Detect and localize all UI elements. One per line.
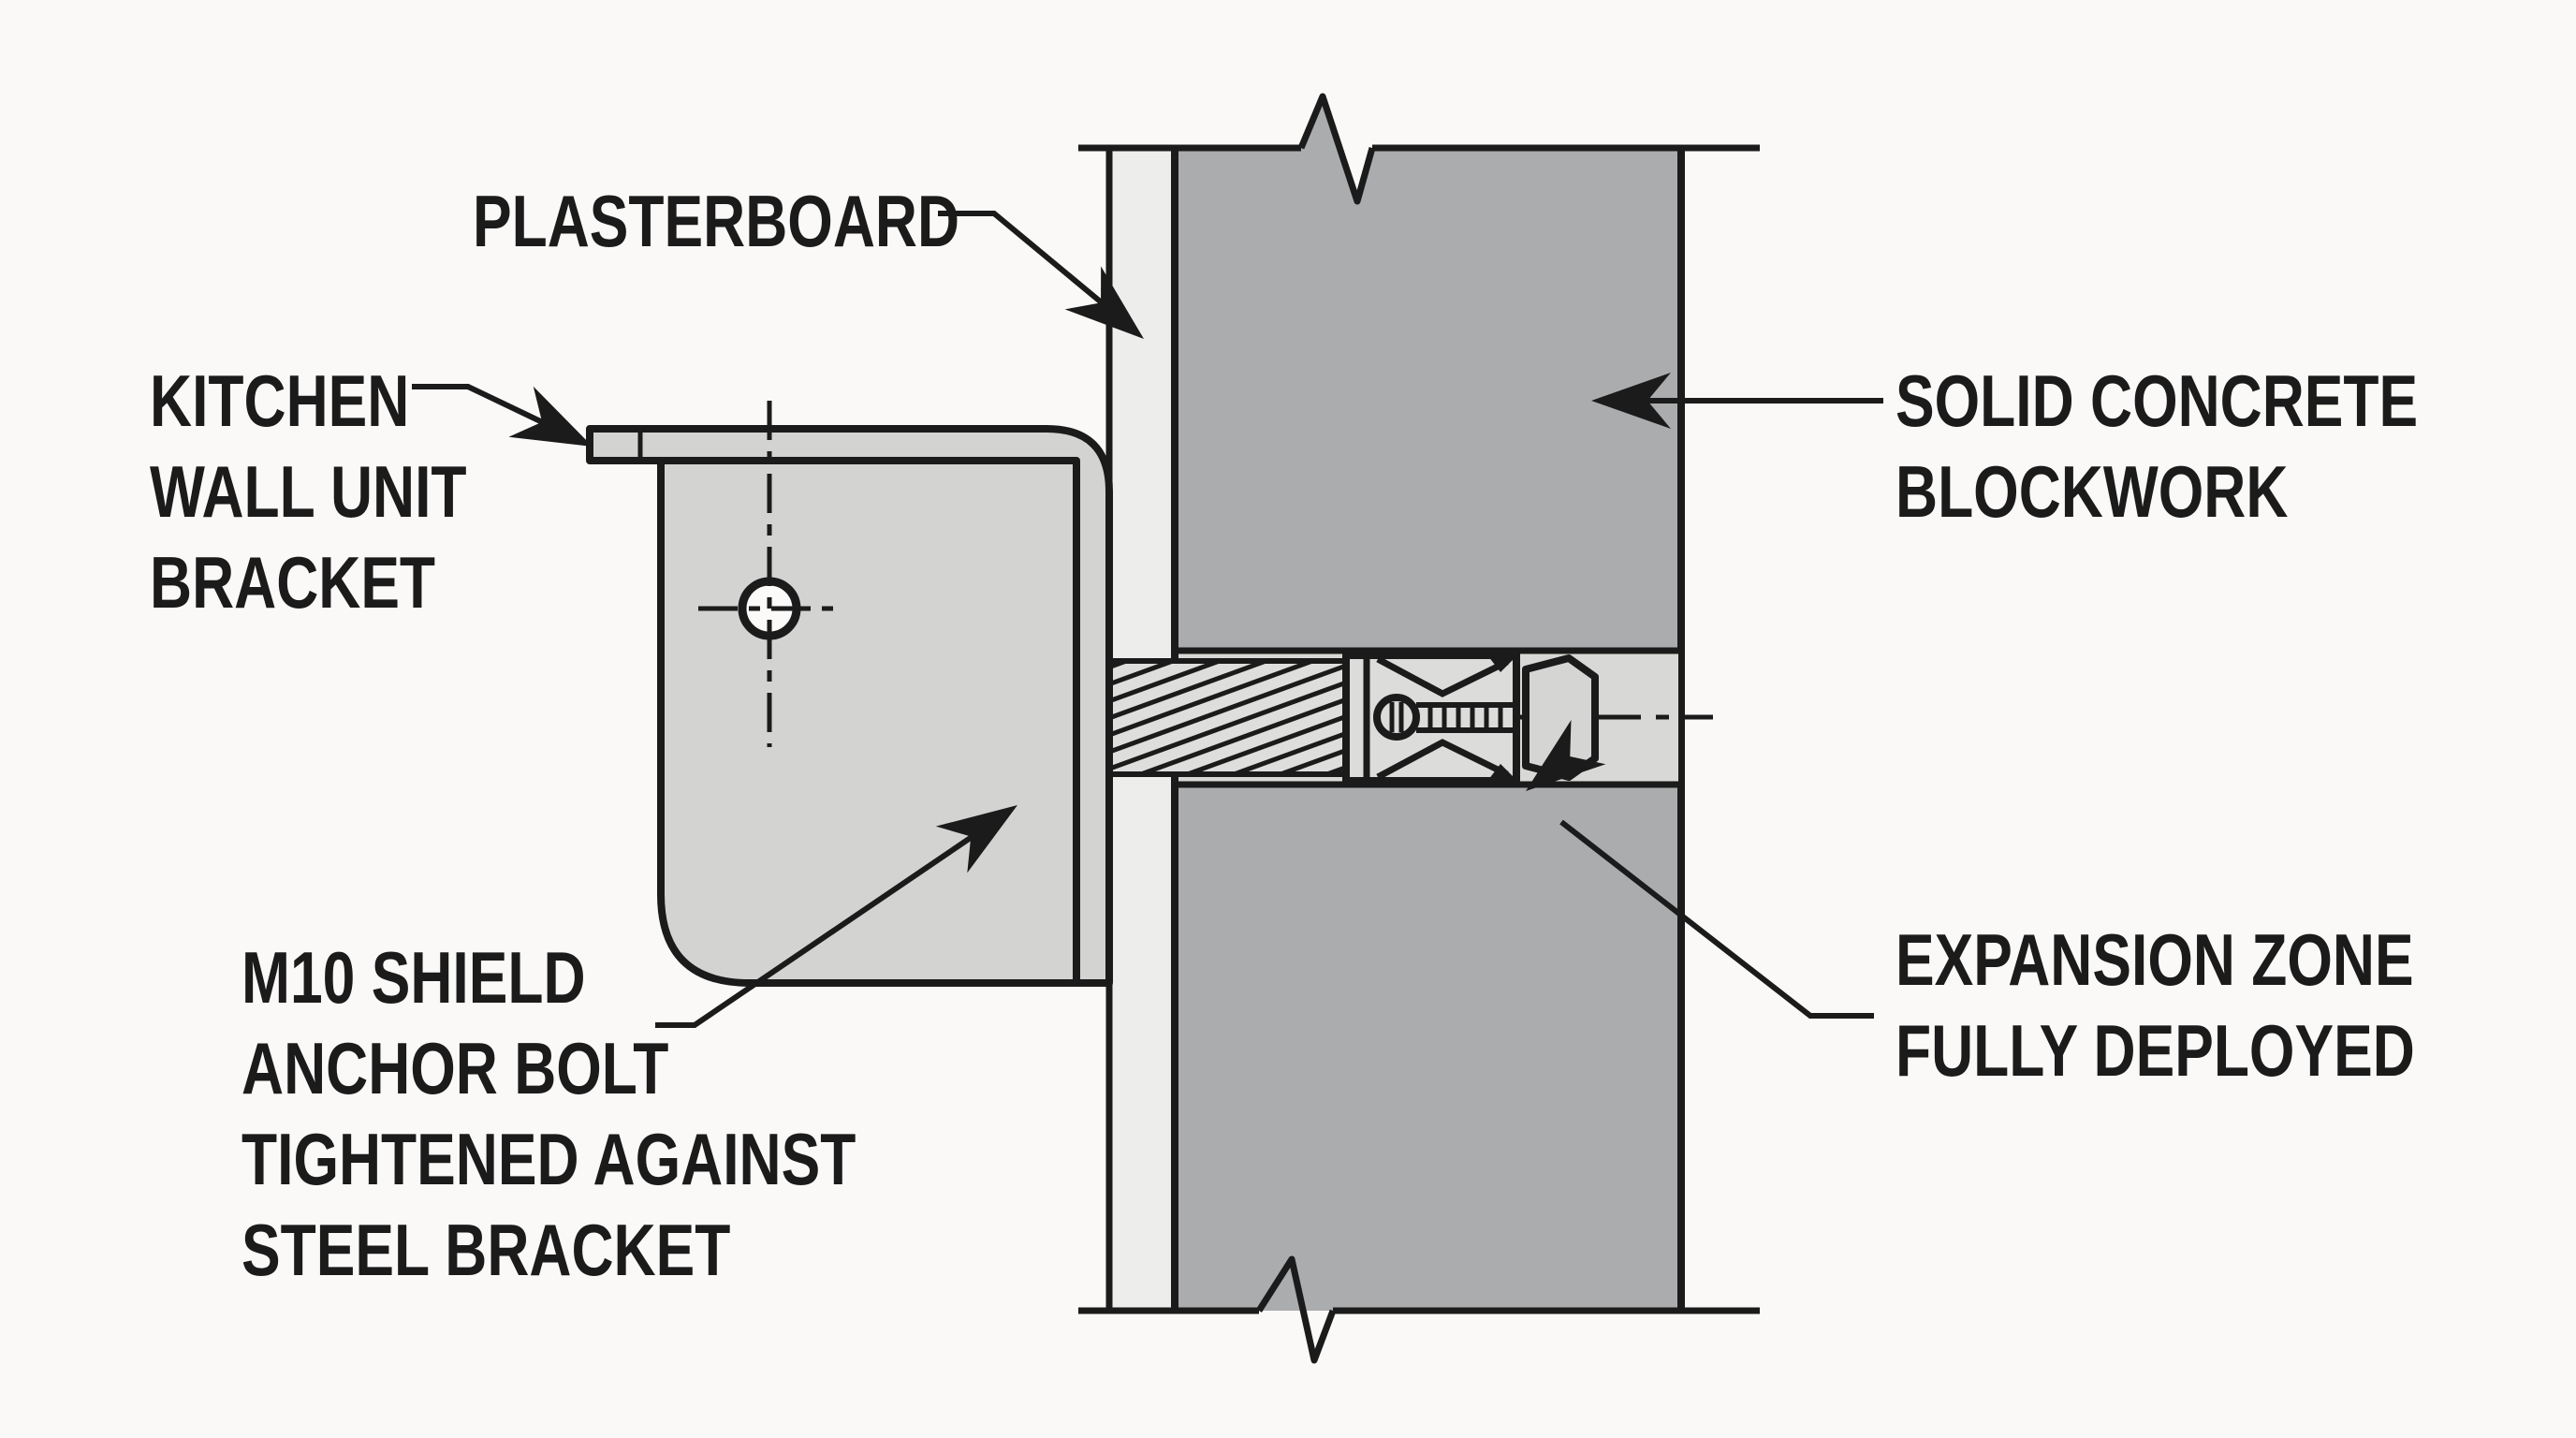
label-line: BRACKET (150, 541, 436, 624)
wall-unit-bracket (586, 401, 1113, 987)
anchor-leader (655, 829, 982, 1028)
plasterboard-leader (938, 211, 1111, 312)
bottom-break-line (1078, 1255, 1760, 1364)
bracket-arrowhead (508, 386, 593, 447)
label-m10-shield-anchor-bolt: M10 SHIELD ANCHOR BOLT TIGHTENED AGAINST… (242, 932, 856, 1296)
label-solid-concrete-blockwork: SOLID CONCRETE BLOCKWORK (1895, 356, 2418, 537)
plasterboard-arrowhead (1064, 266, 1144, 339)
slit-wedge-bottom (1488, 764, 1516, 780)
expansion-leader (1559, 819, 1874, 1019)
label-line: STEEL BRACKET (242, 1209, 731, 1291)
label-line: BLOCKWORK (1895, 450, 2289, 533)
bolt-end-in-sleeve (1373, 694, 1518, 741)
threaded-rod (1105, 658, 1350, 777)
label-plasterboard: PLASTERBOARD (473, 176, 959, 267)
expansion-slits (1376, 655, 1509, 781)
concrete-arrowhead (1591, 373, 1671, 429)
expander-cone (1522, 654, 1599, 781)
label-line: FULLY DEPLOYED (1895, 1009, 2415, 1092)
expansion-arrowhead (1526, 720, 1606, 791)
label-kitchen-wall-unit-bracket: KITCHEN WALL UNIT BRACKET (150, 356, 467, 628)
label-line: KITCHEN (150, 360, 410, 442)
label-line: M10 SHIELD (242, 936, 586, 1019)
shield-anchor (1342, 652, 1599, 785)
label-expansion-zone: EXPANSION ZONE FULLY DEPLOYED (1895, 915, 2415, 1096)
label-line: TIGHTENED AGAINST (242, 1118, 856, 1200)
bracket-leader (412, 384, 556, 431)
label-line: SOLID CONCRETE (1895, 360, 2419, 442)
leader-lines (412, 211, 1883, 1028)
label-line: WALL UNIT (150, 450, 467, 533)
top-break-line (1078, 93, 1760, 205)
hole-centre-marks (698, 401, 841, 747)
label-line: ANCHOR BOLT (242, 1027, 669, 1109)
slit-wedge-top (1488, 656, 1516, 672)
label-line: PLASTERBOARD (473, 180, 960, 262)
anchor-arrowhead (935, 805, 1017, 873)
arrowheads (508, 266, 1671, 873)
label-line: EXPANSION ZONE (1895, 918, 2414, 1001)
